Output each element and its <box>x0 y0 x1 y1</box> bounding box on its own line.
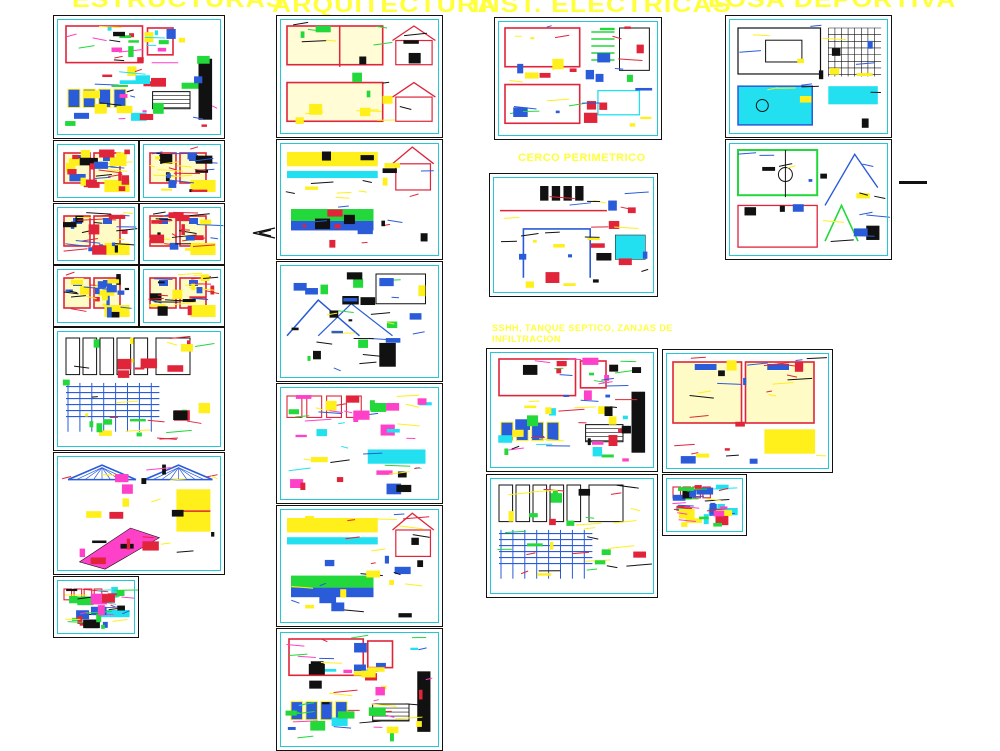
sheet-sanitary-4[interactable] <box>662 474 747 536</box>
sheet-perimeter-fence[interactable] <box>489 173 658 297</box>
cad-drawing <box>672 484 738 527</box>
cad-drawing <box>737 24 882 128</box>
sheet-structures-8[interactable] <box>53 327 225 451</box>
cad-drawing <box>497 484 652 579</box>
sheet-structures-3[interactable] <box>139 140 225 202</box>
cad-drawing <box>286 272 426 372</box>
cad-drawing <box>500 186 649 288</box>
sheet-architecture-6[interactable] <box>276 628 443 751</box>
sheet-structures-4[interactable] <box>53 203 139 265</box>
cad-drawing <box>286 394 432 495</box>
cad-drawing <box>63 586 138 629</box>
sheet-architecture-4[interactable] <box>276 383 443 504</box>
sheet-structures-5[interactable] <box>139 203 225 265</box>
cad-drawing <box>148 211 224 255</box>
sheet-structures-7[interactable] <box>139 265 225 327</box>
cad-drawing <box>62 212 138 255</box>
cad-drawing <box>285 634 433 742</box>
cad-drawing <box>286 21 436 124</box>
sheet-architecture-1[interactable] <box>276 15 443 138</box>
cad-drawing <box>504 25 653 127</box>
cad-drawing <box>287 512 435 618</box>
section-title-perimeter-fence: CERCO PERIMETRICO <box>518 152 646 164</box>
sheet-sports-2[interactable] <box>725 139 892 260</box>
cad-drawing <box>63 149 133 192</box>
cad-drawing <box>62 335 215 440</box>
sheet-architecture-2[interactable] <box>276 139 443 260</box>
sheet-sanitary-3[interactable] <box>662 349 833 473</box>
section-title-electrical: INST. ELECTRICAS <box>472 0 732 17</box>
sheet-structures-1[interactable] <box>53 15 225 139</box>
cad-drawing <box>737 149 891 248</box>
sheet-sanitary-1[interactable] <box>486 348 658 472</box>
cad-drawing <box>63 271 132 318</box>
section-title-structures: ESTRUCTURAS <box>72 0 285 11</box>
cad-drawing <box>498 357 646 462</box>
chevron-left-icon[interactable] <box>249 225 277 241</box>
sheet-structures-6[interactable] <box>53 265 139 327</box>
sheet-structures-2[interactable] <box>53 140 139 202</box>
sheet-electrical-1[interactable] <box>494 17 662 140</box>
section-title-sports: LOSA DEPORTIVA <box>708 0 957 11</box>
sheet-architecture-5[interactable] <box>276 505 443 627</box>
section-title-sanitary-1: SSHH, TANQUE SEPTICO, ZANJAS DE <box>492 323 673 333</box>
sheet-architecture-3[interactable] <box>276 261 443 382</box>
sheet-sports-1[interactable] <box>725 15 892 138</box>
cad-drawing <box>672 356 827 464</box>
cad-drawing <box>62 464 218 570</box>
dimension-mark <box>899 181 927 184</box>
cad-drawing <box>148 272 220 317</box>
sheet-sanitary-2[interactable] <box>486 474 658 598</box>
section-title-architecture: ARQUITECTURA <box>272 0 498 17</box>
sheet-structures-10[interactable] <box>53 576 139 638</box>
section-title-sanitary-2: INFILTRACION <box>492 334 561 344</box>
cad-drawing <box>285 146 435 248</box>
sheet-structures-9[interactable] <box>53 452 225 575</box>
cad-drawing <box>65 25 218 127</box>
cad-drawing <box>149 146 218 193</box>
